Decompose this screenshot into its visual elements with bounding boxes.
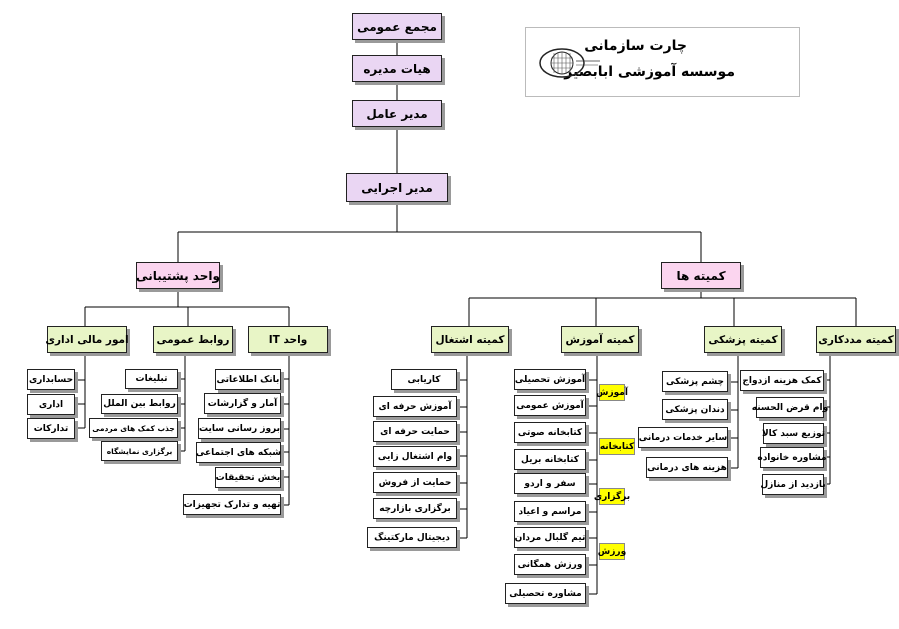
support-unit-box: واحد پشتیبانی xyxy=(136,262,220,289)
list-item: برگزاری بازارچه xyxy=(373,498,457,519)
list-item: کمک هزینه ازدواج xyxy=(740,370,824,391)
committees-box: کمیته ها xyxy=(661,262,741,289)
list-item: کتابخانه بریل xyxy=(514,449,586,470)
general-assembly-box: مجمع عمومی xyxy=(352,13,442,40)
aid-committee-box: کمیته مددکاری xyxy=(816,326,896,353)
education-committee-box: کمیته آموزش xyxy=(561,326,639,353)
list-item: تیم گلبال مردان xyxy=(514,527,586,548)
it-unit-box: واحد IT xyxy=(248,326,328,353)
list-item: اداری xyxy=(27,394,75,415)
list-item: وام قرض الحسنه xyxy=(752,397,828,418)
list-item: چشم پزشکی xyxy=(662,371,728,392)
chart-title: چارت سازمانی xyxy=(584,38,687,54)
group-label-events: برگزاری xyxy=(594,488,630,505)
employment-committee-box: کمیته اشتغال xyxy=(431,326,509,353)
eye-logo-icon xyxy=(539,48,600,78)
list-item: ورزش همگانی xyxy=(514,554,586,575)
list-item: حمایت حرفه ای xyxy=(373,421,457,442)
list-item: روابط بین الملل xyxy=(101,394,178,414)
list-item: هزینه های درمانی xyxy=(646,457,728,478)
list-item: سایر خدمات درمانی xyxy=(638,427,728,448)
list-item: آموزش تحصیلی xyxy=(514,369,586,390)
list-item: تدارکات xyxy=(27,418,75,439)
list-item: بازدید از منازل xyxy=(760,474,826,495)
ceo-box: مدیر عامل xyxy=(352,100,442,127)
pr-unit-box: روابط عمومی xyxy=(153,326,233,353)
list-item: آموزش حرفه ای xyxy=(373,396,457,417)
finance-unit-box: امور مالی اداری xyxy=(45,326,129,353)
list-item: کاریابی xyxy=(391,369,457,390)
list-item: سفر و اردو xyxy=(514,473,586,494)
organization-name: موسسه آموزشی ابابصیر xyxy=(564,64,735,80)
list-item: وام اشتغال زایی xyxy=(373,446,457,467)
list-item: بانک اطلاعاتی xyxy=(215,369,281,390)
board-box: هیات مدیره xyxy=(352,55,442,82)
list-item: مشاوره تحصیلی xyxy=(505,583,586,604)
list-item: آمار و گزارشات xyxy=(204,393,281,414)
list-item: بخش تحقیقات xyxy=(215,467,281,488)
list-item: تهیه و تدارک تجهیزات xyxy=(183,494,281,515)
group-label-sports: ورزش xyxy=(598,543,626,560)
list-item: دندان پزشکی xyxy=(662,399,728,420)
list-item: مراسم و اعیاد xyxy=(514,501,586,522)
list-item: توزیع سبد کالا xyxy=(762,423,825,444)
group-label-library: کتابخانه xyxy=(599,438,635,455)
list-item: شبکه های اجتماعی xyxy=(196,442,281,463)
list-item: برگزاری نمایشگاه xyxy=(101,441,178,461)
group-label-education: آموزش xyxy=(596,384,628,401)
medical-committee-box: کمیته پزشکی xyxy=(704,326,782,353)
list-item: آموزش عمومی xyxy=(514,395,586,416)
title-box: چارت سازمانی موسسه آموزشی ابابصیر xyxy=(525,27,800,97)
list-item: بروز رسانی سایت xyxy=(198,418,281,439)
list-item: تبلیغات xyxy=(125,369,178,389)
list-item: کتابخانه صوتی xyxy=(514,422,586,443)
list-item: مشاوره خانواده xyxy=(757,447,827,468)
list-item: دیجیتال مارکتینگ xyxy=(367,527,457,548)
list-item: جذب کمک های مردمی xyxy=(89,418,178,438)
list-item: حسابداری xyxy=(27,369,75,390)
list-item: حمایت از فروش xyxy=(373,472,457,493)
executive-manager-box: مدیر اجرایی xyxy=(346,173,448,202)
